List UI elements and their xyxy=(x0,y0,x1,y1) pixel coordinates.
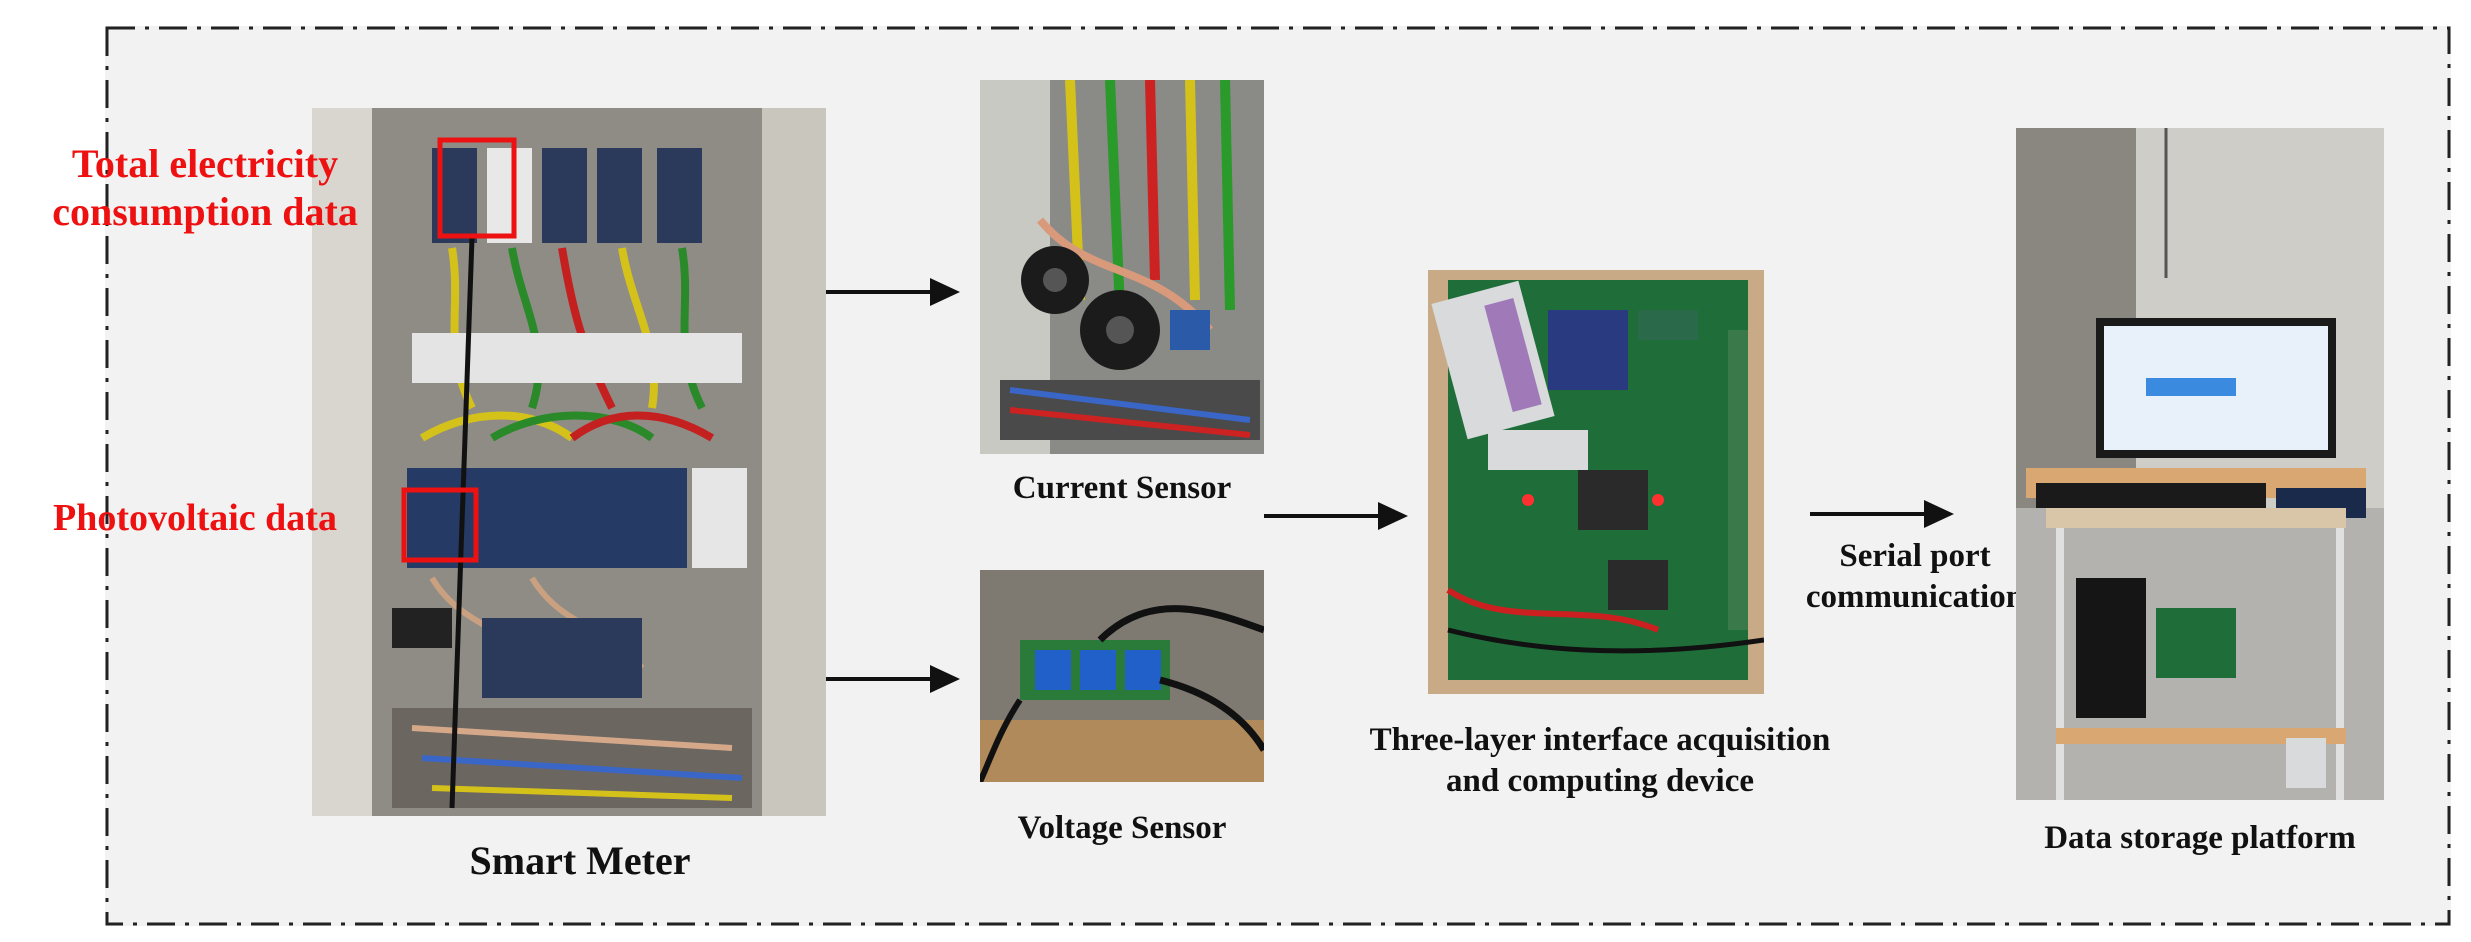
storage-platform-label: Data storage platform xyxy=(2044,820,2356,856)
serial-port-label: Serial port communication xyxy=(1805,538,2025,616)
arrow-sensors-to-device xyxy=(1264,502,1408,530)
current-sensor-label: Current Sensor xyxy=(1012,470,1232,506)
acquisition-device-photo xyxy=(1428,270,1764,694)
voltage-sensor-label: Voltage Sensor xyxy=(1017,810,1227,846)
acquisition-device-label: Three-layer interface acquisition and co… xyxy=(1369,722,1831,800)
smart-meter-photo xyxy=(312,108,826,816)
storage-platform-photo xyxy=(2016,128,2384,800)
total-electricity-label: Total electricity consumption data xyxy=(52,141,358,234)
photovoltaic-label: Photovoltaic data xyxy=(53,497,337,539)
arrow-meter-to-current xyxy=(826,278,960,306)
current-sensor-photo xyxy=(980,80,1264,454)
arrow-device-to-storage xyxy=(1810,500,1954,528)
arrow-meter-to-voltage xyxy=(826,665,960,693)
voltage-sensor-photo xyxy=(980,570,1264,782)
smart-meter-label: Smart Meter xyxy=(469,838,691,883)
